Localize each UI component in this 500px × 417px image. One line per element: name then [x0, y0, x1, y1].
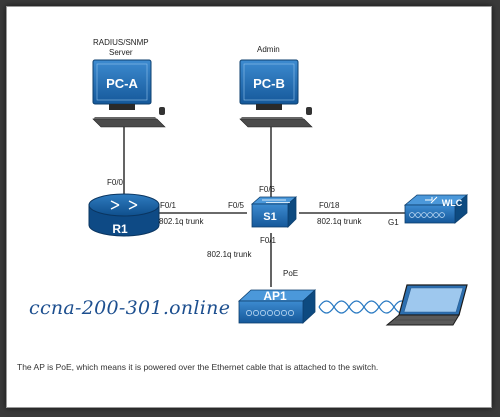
links	[123, 117, 405, 287]
pc-b-device[interactable]: PC-B	[239, 59, 313, 128]
s1-label: S1	[263, 211, 276, 223]
port-r1-f00: F0/0	[107, 178, 124, 187]
laptop-icon[interactable]	[385, 284, 468, 326]
trunk-r1-s1: 802.1q trunk	[159, 217, 204, 226]
watermark-text: ccna-200-301.online	[29, 297, 231, 319]
trunk-s1-wlc: 802.1q trunk	[317, 217, 362, 226]
port-s1-f05: F0/5	[228, 201, 245, 210]
wireless-signal-icon	[318, 300, 410, 314]
topology-diagram: PC-A PC-B R1 S1	[88, 59, 469, 326]
pc-a-role-line1: RADIUS/SNMP	[93, 38, 149, 47]
r1-router[interactable]: R1	[88, 193, 160, 237]
s1-switch[interactable]: S1	[250, 196, 298, 228]
trunk-s1-ap1: 802.1q trunk	[207, 250, 252, 259]
port-s1-f01: F0/1	[260, 236, 277, 245]
pc-a-device[interactable]: PC-A	[92, 59, 166, 128]
caption-text: The AP is PoE, which means it is powered…	[17, 362, 379, 372]
ap1-label: AP1	[263, 289, 287, 303]
wlc-label: WLC	[442, 198, 463, 208]
port-s1-f06: F0/6	[259, 185, 276, 194]
pc-a-role-line2: Server	[109, 48, 133, 57]
r1-label: R1	[112, 222, 128, 236]
wlc-device[interactable]: WLC	[403, 194, 469, 224]
ap1-device[interactable]: AP1	[237, 289, 317, 324]
pc-b-label: PC-B	[253, 76, 285, 91]
pc-a-label: PC-A	[106, 76, 138, 91]
port-r1-f01: F0/1	[160, 201, 177, 210]
port-wlc-g1: G1	[388, 218, 399, 227]
pc-b-role: Admin	[257, 45, 280, 54]
port-s1-f018: F0/18	[319, 201, 340, 210]
port-ap1-poe: PoE	[283, 269, 299, 278]
topology-frame: PC-A PC-B R1 S1	[6, 6, 492, 408]
